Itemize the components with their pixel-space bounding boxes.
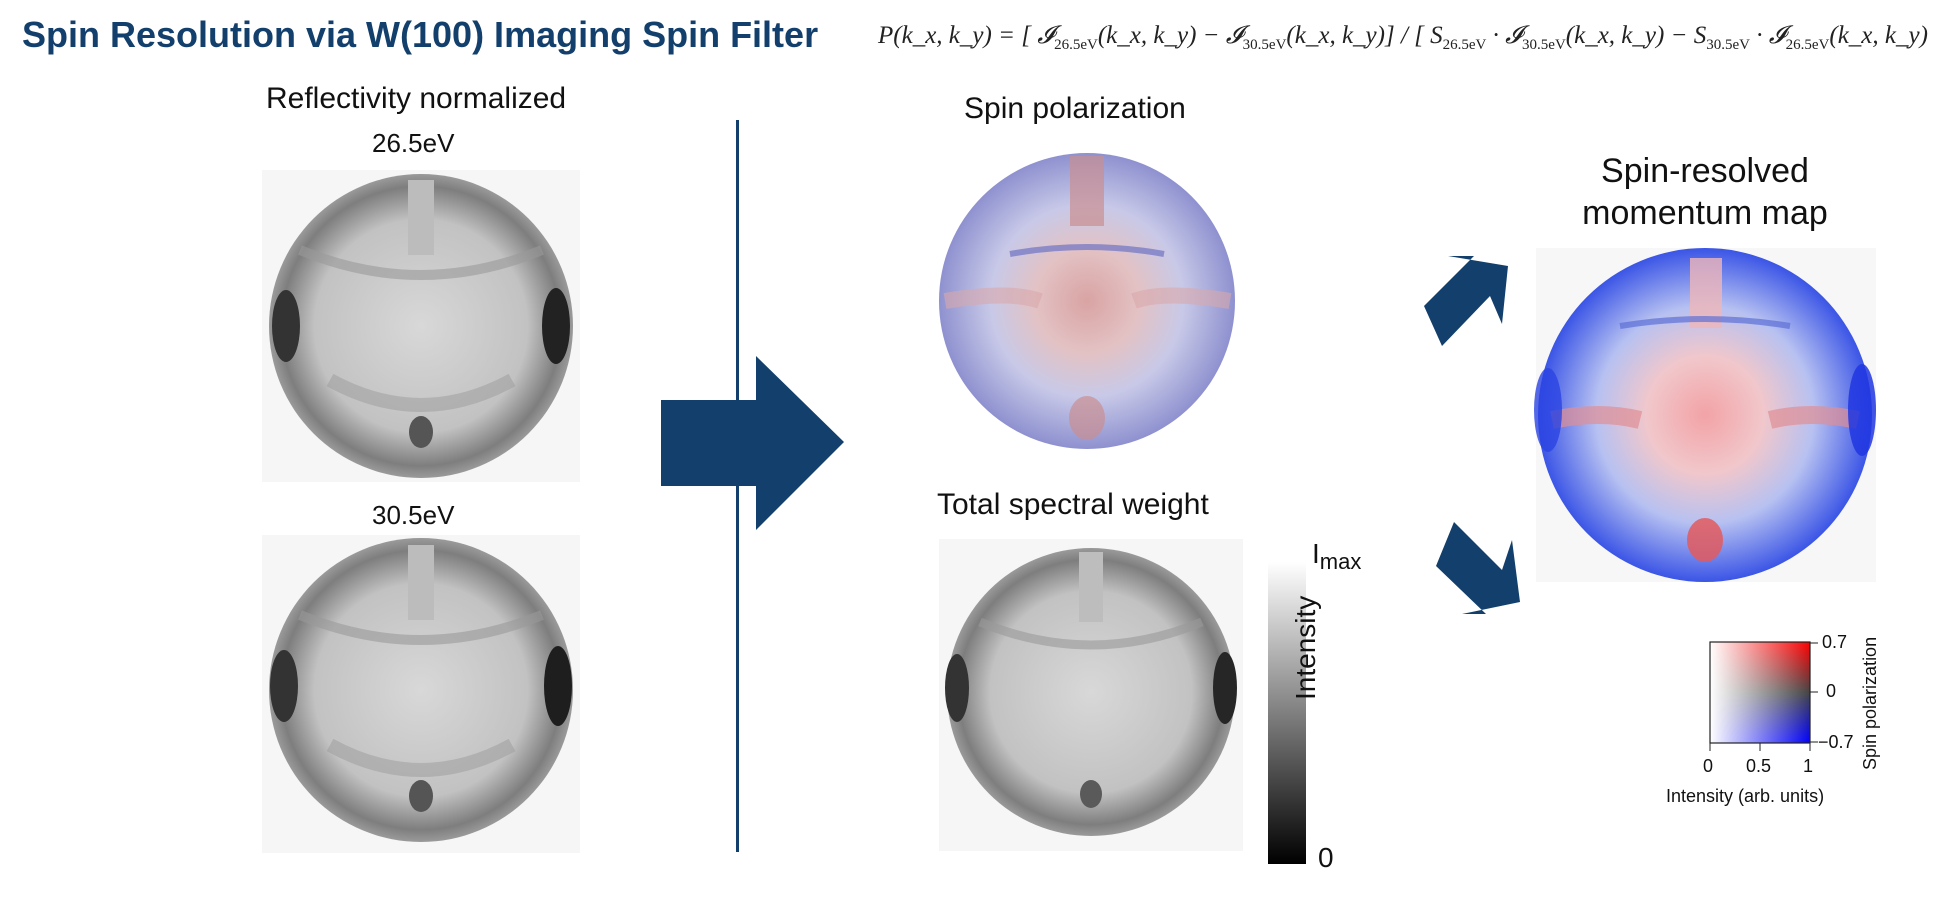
formula-args: k_x, k_y xyxy=(901,22,984,49)
formula-args-3: k_x, k_y xyxy=(1294,22,1377,49)
spin-polarization-image xyxy=(939,153,1235,449)
arrow-bottom-icon xyxy=(1436,522,1520,614)
formula-args-4: k_x, k_y xyxy=(1574,22,1656,49)
formula: P(k_x, k_y) = [ 𝓘26.5eV(k_x, k_y) − 𝓘30.… xyxy=(878,22,1928,53)
formula-e1c: 26.5eV xyxy=(1785,37,1830,53)
colorbar-max-i: I xyxy=(1312,538,1320,569)
formula-s2: S xyxy=(1693,22,1707,49)
intensity-colorbar xyxy=(1268,562,1306,864)
formula-e2c: 30.5eV xyxy=(1706,37,1750,53)
section-divider xyxy=(736,120,739,852)
formula-e1b: 26.5eV xyxy=(1442,37,1487,53)
formula-e2: 30.5eV xyxy=(1242,37,1287,53)
big-arrow-icon xyxy=(661,356,844,530)
momentum-map-title-line2: momentum map xyxy=(1582,194,1828,232)
reflectivity-title: Reflectivity normalized xyxy=(266,82,567,115)
legend-ylabel: Spin polarization xyxy=(1860,636,1880,770)
formula-e1: 26.5eV xyxy=(1054,37,1098,53)
formula-lhs: P xyxy=(878,22,894,49)
reflectivity-image-bottom xyxy=(262,535,580,853)
spin-intensity-legend xyxy=(1709,641,1818,751)
formula-i3: 𝓘 xyxy=(1505,22,1523,49)
momentum-map-title: Spin-resolved momentum map xyxy=(1560,150,1850,234)
legend-tick-bottom-0: 0 xyxy=(1703,756,1714,776)
colorbar-axis-label: Intensity xyxy=(1290,595,1321,700)
legend-tick-right-1: 0 xyxy=(1826,681,1837,701)
formula-s1: S xyxy=(1430,22,1443,49)
reflectivity-image-top xyxy=(262,170,580,482)
formula-i2: 𝓘 xyxy=(1225,22,1243,49)
colorbar-max-label: Imax xyxy=(1312,538,1361,575)
spin-polarization-title: Spin polarization xyxy=(964,92,1186,125)
formula-args-2: k_x, k_y xyxy=(1106,22,1189,49)
colorbar-max-sub: max xyxy=(1319,549,1362,574)
legend-tick-bottom-2: 1 xyxy=(1803,756,1814,776)
arrow-top-icon xyxy=(1424,256,1508,346)
energy-label-bottom: 30.5eV xyxy=(372,500,455,530)
momentum-map-title-line1: Spin-resolved xyxy=(1601,152,1809,190)
formula-args-5: k_x, k_y xyxy=(1837,22,1920,49)
formula-i4: 𝓘 xyxy=(1768,22,1786,49)
colorbar-min-label: 0 xyxy=(1318,842,1334,873)
legend-xlabel: Intensity (arb. units) xyxy=(1666,786,1825,806)
formula-i1: 𝓘 xyxy=(1037,22,1055,49)
legend-tick-right-2: −0.7 xyxy=(1818,732,1854,752)
legend-tick-bottom-1: 0.5 xyxy=(1746,756,1772,776)
formula-e2b: 30.5eV xyxy=(1522,37,1566,53)
page-title: Spin Resolution via W(100) Imaging Spin … xyxy=(22,14,819,55)
spectral-weight-image xyxy=(939,539,1243,851)
momentum-map-image xyxy=(1534,248,1876,582)
energy-label-top: 26.5eV xyxy=(372,128,455,158)
legend-tick-right-0: 0.7 xyxy=(1822,632,1848,652)
spectral-weight-title: Total spectral weight xyxy=(937,488,1209,521)
